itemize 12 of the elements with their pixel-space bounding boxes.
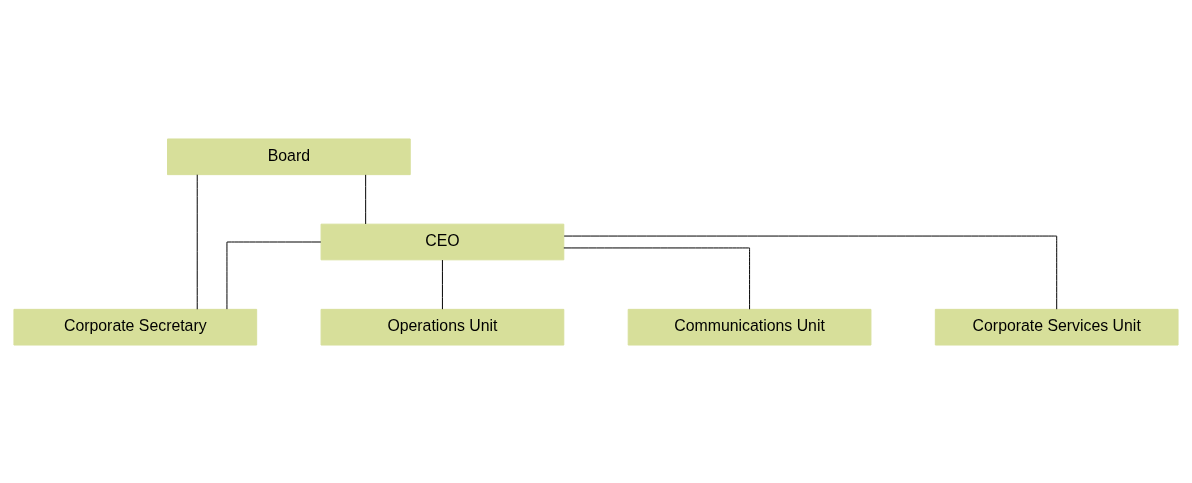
connector bbox=[365, 173, 367, 224]
connector bbox=[563, 235, 1058, 310]
node-box: Communications Unit bbox=[627, 308, 872, 346]
node-box: Operations Unit bbox=[320, 308, 565, 346]
node-box: Corporate Services Unit bbox=[934, 308, 1179, 346]
connector bbox=[196, 173, 198, 310]
connector bbox=[563, 246, 751, 310]
node-box: CEO bbox=[320, 223, 565, 260]
node-box: Board bbox=[167, 137, 411, 175]
node-box: Corporate Secretary bbox=[13, 308, 258, 346]
connector bbox=[226, 241, 322, 310]
connector bbox=[441, 259, 443, 310]
